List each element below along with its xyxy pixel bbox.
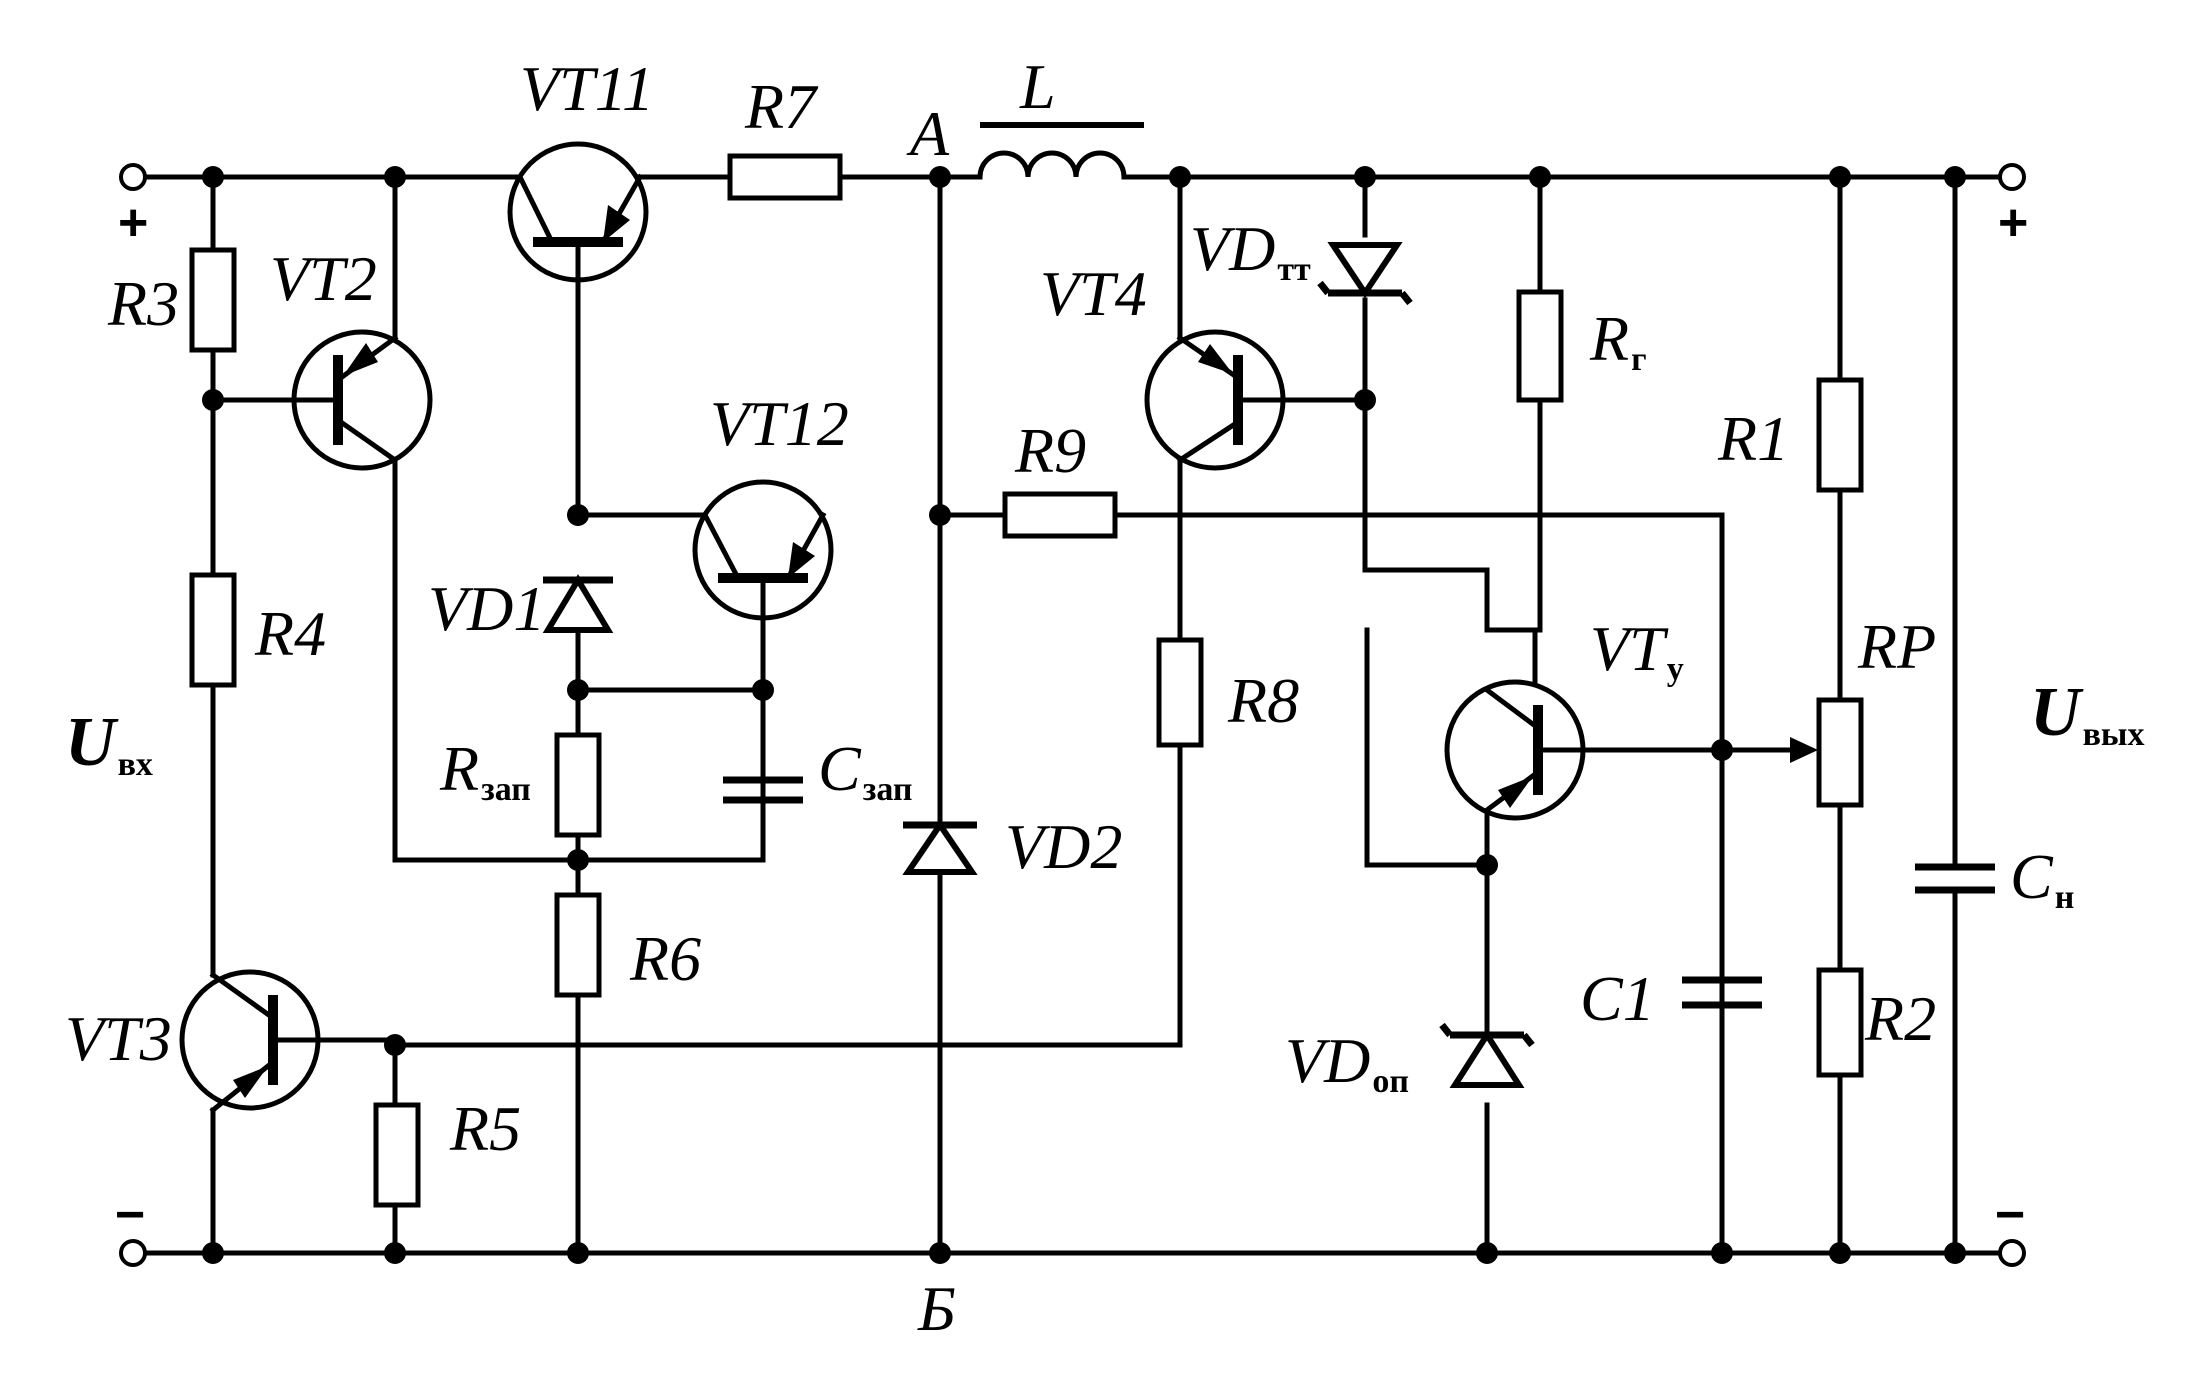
label-vtu: VTу	[1590, 613, 1684, 688]
resistor-r1	[1816, 377, 1864, 493]
label-node-b: Б	[917, 1273, 956, 1344]
junction-dots	[202, 166, 1966, 1264]
resistor-r5	[373, 1102, 421, 1208]
label-l: L	[1019, 51, 1056, 122]
transistor-vt4	[1144, 329, 1286, 471]
diodes	[542, 242, 1535, 1088]
resistor-r8	[1156, 637, 1204, 748]
label-r6: R6	[629, 923, 701, 994]
resistor-r9	[1002, 491, 1118, 539]
label-r8: R8	[1227, 665, 1299, 736]
diode-vd1	[542, 574, 614, 633]
label-r3: R3	[107, 268, 179, 339]
vt3-emitter-arrow-icon	[233, 1066, 268, 1098]
output-minus-terminal	[1998, 1239, 2026, 1267]
transistor-vtu	[1444, 679, 1586, 821]
rp-wiper-arrow-icon	[1790, 737, 1818, 763]
vt11-emitter-arrow-icon	[603, 205, 630, 242]
capacitor-cn	[1915, 863, 1995, 894]
label-vdop: VDоп	[1285, 1025, 1409, 1100]
resistors	[189, 153, 1864, 1208]
vt12-emitter-arrow-icon	[788, 542, 815, 578]
input-minus-sign: −	[115, 1186, 145, 1244]
label-rg: Rг	[1589, 303, 1647, 378]
input-plus-terminal	[119, 163, 147, 191]
capacitor-czap	[723, 776, 803, 804]
label-vdtt: VDтт	[1190, 213, 1311, 288]
diode-vdop	[1439, 1022, 1535, 1088]
resistor-r7	[727, 153, 843, 201]
diode-vdtt	[1317, 242, 1413, 306]
vt2-emitter-arrow-icon	[343, 343, 378, 376]
label-uin: Uвх	[65, 704, 153, 783]
label-r7: R7	[744, 71, 819, 142]
label-r4: R4	[254, 598, 326, 669]
transistors	[179, 141, 1586, 1114]
vt4-emitter-arrow-icon	[1198, 344, 1233, 374]
label-vd2: VD2	[1005, 811, 1122, 882]
output-minus-sign: −	[1995, 1186, 2025, 1244]
resistor-r6	[554, 892, 602, 998]
transistor-vt11	[507, 141, 649, 283]
transistor-vt3	[179, 969, 398, 1114]
resistor-rp	[1816, 697, 1864, 808]
label-vt2: VT2	[270, 243, 377, 314]
labels: + − + − Uвх Uвых VT11 R7 A L R3 VT2 VDтт…	[65, 51, 2144, 1344]
resistor-rzap	[554, 732, 602, 838]
wires	[142, 174, 2003, 1256]
resistor-rg	[1516, 289, 1564, 403]
capacitor-c1	[1682, 976, 1762, 1009]
resistor-r2	[1816, 967, 1864, 1078]
label-uout: Uвых	[2030, 674, 2144, 753]
label-vt11: VT11	[520, 53, 654, 124]
label-r2: R2	[1864, 983, 1936, 1054]
label-r5: R5	[449, 1093, 521, 1164]
label-c1: C1	[1580, 963, 1655, 1034]
resistor-r4	[189, 572, 237, 688]
label-r9: R9	[1014, 415, 1086, 486]
transistor-vt2	[291, 329, 433, 471]
label-czap: Cзап	[818, 733, 913, 808]
terminals	[119, 163, 2026, 1267]
label-node-a: A	[906, 98, 950, 169]
label-vt3: VT3	[65, 1003, 172, 1074]
output-plus-terminal	[1998, 163, 2026, 191]
label-vd1: VD1	[428, 573, 545, 644]
diode-vd2	[902, 819, 978, 875]
label-cn: Cн	[2010, 841, 2074, 916]
label-vt4: VT4	[1040, 258, 1147, 329]
label-rp: RP	[1857, 611, 1936, 682]
input-plus-sign: +	[118, 194, 148, 252]
input-minus-terminal	[119, 1239, 147, 1267]
label-vt12: VT12	[710, 388, 849, 459]
resistor-r3	[189, 247, 237, 353]
label-r1: R1	[1717, 403, 1789, 474]
inductor-l	[937, 122, 1183, 180]
capacitors	[723, 776, 1995, 1009]
output-plus-sign: +	[1998, 194, 2028, 252]
label-rzap: Rзап	[439, 733, 531, 808]
vtu-emitter-arrow-icon	[1498, 776, 1533, 808]
transistor-vt12	[692, 479, 834, 623]
